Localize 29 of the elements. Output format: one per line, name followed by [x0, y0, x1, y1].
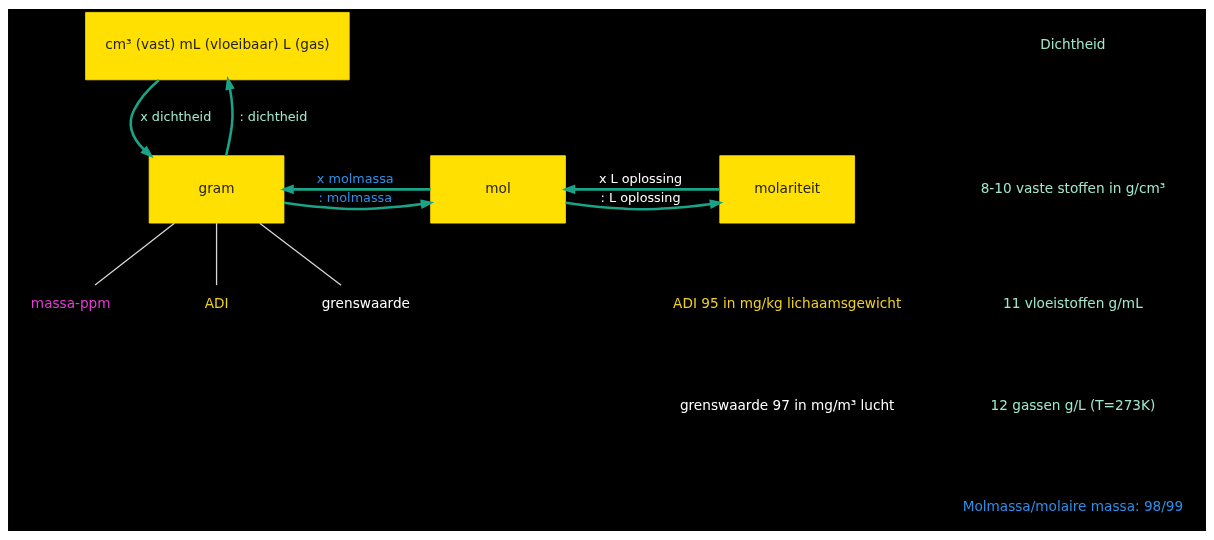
node-text: ADI [204, 295, 229, 312]
label: grenswaarde 97 in mg/m³ lucht [679, 396, 895, 413]
label: ADI 95 in mg/kg lichaamsgewicht [673, 295, 902, 312]
edge-label: x L oplossing [598, 170, 683, 186]
label: 11 vloeistoffen g/mL [1003, 295, 1143, 312]
label: 8-10 vaste stoffen in g/cm³ [980, 179, 1166, 196]
arrow [129, 79, 160, 159]
edge-label: x molmassa [316, 170, 394, 186]
connector [215, 222, 218, 286]
arrow [565, 199, 724, 211]
node-text: grenswaarde [321, 295, 410, 312]
label: Dichtheid [1040, 36, 1106, 53]
node-box: molariteit [719, 155, 855, 224]
arrow [224, 76, 235, 156]
edge-label: x dichtheid [140, 108, 212, 124]
label: Molmassa/molaire massa: 98/99 [962, 498, 1184, 515]
label: 12 gassen g/L (T=273K) [990, 396, 1156, 413]
connector [94, 222, 175, 286]
arrow [280, 184, 431, 195]
node-box: gram [148, 155, 285, 224]
connector [259, 222, 342, 286]
node-box: cm³ (vast) mL (vloeibaar) L (gas) [85, 12, 350, 81]
arrow [561, 184, 720, 195]
arrow [283, 199, 435, 211]
node-box: mol [430, 155, 566, 224]
edge-label: : molmassa [318, 190, 393, 206]
edge-label: : dichtheid [239, 108, 308, 124]
node-text: massa-ppm [30, 295, 111, 312]
edge-label: : L oplossing [600, 190, 681, 206]
